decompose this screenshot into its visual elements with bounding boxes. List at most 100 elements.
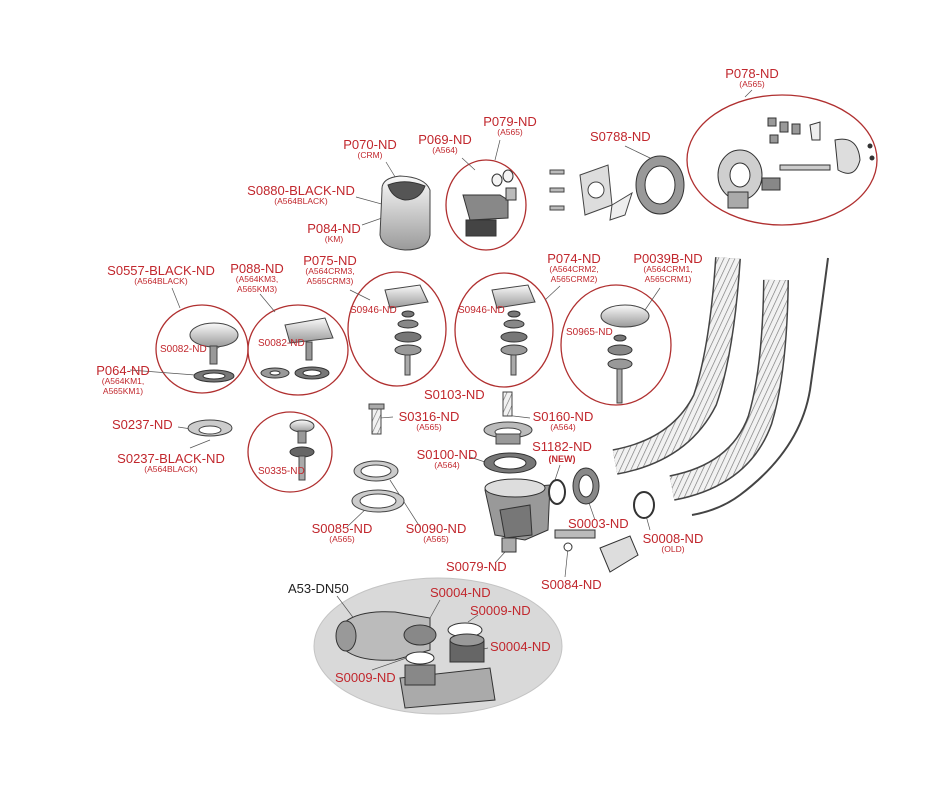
p069-code: P069-ND bbox=[418, 132, 472, 147]
s0090-gasket bbox=[353, 460, 399, 482]
p078-mechanism bbox=[717, 117, 875, 209]
p0039b-code: P0039B-ND bbox=[633, 251, 703, 266]
s0946a-code: S0946-ND bbox=[350, 305, 397, 316]
p0039b-sub: (A564CRM1, A565CRM1) bbox=[643, 264, 693, 284]
label-s0880: S0880-BLACK-ND (A564BLACK) bbox=[238, 184, 364, 206]
s0237b-code: S0237-BLACK-ND bbox=[117, 451, 225, 466]
p074-group-circle bbox=[454, 272, 554, 388]
s1182-nut bbox=[572, 467, 600, 505]
s0316-code: S0316-ND bbox=[398, 409, 460, 424]
s0004b-code: S0004-ND bbox=[490, 639, 551, 654]
s0003-code: S0003-ND bbox=[568, 516, 629, 531]
p078-sub: (A565) bbox=[739, 79, 765, 89]
label-s0090: S0090-ND (A565) bbox=[398, 522, 474, 544]
label-s0085: S0085-ND (A565) bbox=[302, 522, 382, 544]
p078-code: P078-ND bbox=[725, 66, 779, 81]
s0003-ring bbox=[548, 479, 566, 505]
p084-code: P084-ND bbox=[307, 221, 361, 236]
label-s0160: S0160-ND (A564) bbox=[528, 410, 598, 432]
s0788-ring bbox=[635, 155, 685, 215]
label-p084: P084-ND (KM) bbox=[294, 222, 374, 244]
label-p0039b: P0039B-ND (A564CRM1, A565CRM1) bbox=[628, 252, 708, 285]
label-s0100: S0100-ND (A564) bbox=[412, 448, 482, 470]
s0079-nut bbox=[501, 537, 517, 553]
s0788-code: S0788-ND bbox=[590, 129, 651, 144]
s0100-code: S0100-ND bbox=[416, 447, 478, 462]
label-p075: P075-ND (A564CRM3, A565CRM3) bbox=[290, 254, 370, 287]
s0335-plug bbox=[289, 419, 315, 481]
s1182-note: (NEW) bbox=[548, 454, 576, 464]
label-p088: P088-ND (A564KM3, A565KM3) bbox=[222, 262, 292, 295]
p074-plug-kit bbox=[491, 284, 536, 376]
s0090-sub: (A565) bbox=[423, 534, 449, 544]
s0880-sub: (A564BLACK) bbox=[274, 196, 328, 206]
s0946b-code: S0946-ND bbox=[458, 305, 505, 316]
s0084-code: S0084-ND bbox=[541, 577, 602, 592]
s0085-sub: (A565) bbox=[329, 534, 355, 544]
overflow-screws bbox=[549, 169, 565, 211]
p0039b-plug-kit bbox=[600, 304, 650, 404]
p070-code: P070-ND bbox=[343, 137, 397, 152]
s1182-code: S1182-ND bbox=[532, 439, 592, 454]
s0160-flange bbox=[483, 421, 533, 445]
a53-siphon bbox=[335, 611, 496, 709]
p079-code: P079-ND bbox=[483, 114, 537, 129]
s0008-ring bbox=[633, 491, 655, 519]
s0085-gasket bbox=[351, 489, 405, 513]
label-p074: P074-ND (A564CRM2, A565CRM2) bbox=[534, 252, 614, 285]
p069-sub: (A564) bbox=[432, 145, 458, 155]
s0008-code: S0008-ND bbox=[642, 531, 704, 546]
s0557-plug bbox=[189, 322, 239, 383]
label-p079: P079-ND (A565) bbox=[470, 115, 550, 137]
s0082a-code: S0082-ND bbox=[160, 344, 207, 355]
flexible-hose-right bbox=[669, 279, 789, 501]
s0079-code: S0079-ND bbox=[446, 559, 507, 574]
p088-group-circle bbox=[247, 304, 349, 396]
s0009b-code: S0009-ND bbox=[335, 670, 396, 685]
s0004a-code: S0004-ND bbox=[430, 585, 491, 600]
p084-sub: (KM) bbox=[324, 234, 344, 244]
s0316-sub: (A565) bbox=[416, 422, 442, 432]
s0237-flange bbox=[187, 419, 233, 437]
s0160-code: S0160-ND bbox=[532, 409, 594, 424]
label-s1182: S1182-ND (NEW) bbox=[526, 440, 598, 464]
s0237b-sub: (A564BLACK) bbox=[144, 464, 198, 474]
s0090-code: S0090-ND bbox=[405, 521, 467, 536]
label-p069: P069-ND (A564) bbox=[405, 133, 485, 155]
p070-sub: (CRM) bbox=[357, 150, 383, 160]
label-p078: P078-ND (A565) bbox=[712, 67, 792, 89]
s0100-ring bbox=[483, 452, 537, 474]
s0160-sub: (A564) bbox=[550, 422, 576, 432]
s0335-code: S0335-ND bbox=[258, 466, 305, 477]
s0085-code: S0085-ND bbox=[311, 521, 373, 536]
p074-code: P074-ND bbox=[547, 251, 601, 266]
p088-plug bbox=[260, 317, 334, 380]
s0557-code: S0557-BLACK-ND bbox=[107, 263, 215, 278]
label-p064: P064-ND (A564KM1, A565KM1) bbox=[88, 364, 158, 397]
label-s0316: S0316-ND (A565) bbox=[394, 410, 464, 432]
a53-code: A53-DN50 bbox=[288, 581, 349, 596]
s0100-sub: (A564) bbox=[434, 460, 460, 470]
p079-sub: (A565) bbox=[497, 127, 523, 137]
p069-overflow bbox=[462, 169, 517, 237]
label-s0008: S0008-ND (OLD) bbox=[635, 532, 711, 554]
s0082b-code: S0082-ND bbox=[258, 338, 305, 349]
s0009a-code: S0009-ND bbox=[470, 603, 531, 618]
flexible-hose-left bbox=[612, 257, 741, 475]
p088-code: P088-ND bbox=[230, 261, 284, 276]
label-s0557: S0557-BLACK-ND (A564BLACK) bbox=[98, 264, 224, 286]
s0880-code: S0880-BLACK-ND bbox=[247, 183, 355, 198]
bowden-cable bbox=[691, 257, 829, 516]
overflow-bracket bbox=[579, 164, 633, 221]
s0557-sub: (A564BLACK) bbox=[134, 276, 188, 286]
p070-cap bbox=[379, 175, 431, 251]
p064-code: P064-ND bbox=[96, 363, 150, 378]
s0316-screw bbox=[368, 403, 385, 435]
s0008-sub: (OLD) bbox=[661, 544, 685, 554]
p078-group-circle bbox=[686, 94, 878, 226]
s0965-code: S0965-ND bbox=[566, 327, 613, 338]
label-s0237b: S0237-BLACK-ND (A564BLACK) bbox=[110, 452, 232, 474]
p088-sub: (A564KM3, A565KM3) bbox=[235, 274, 279, 294]
